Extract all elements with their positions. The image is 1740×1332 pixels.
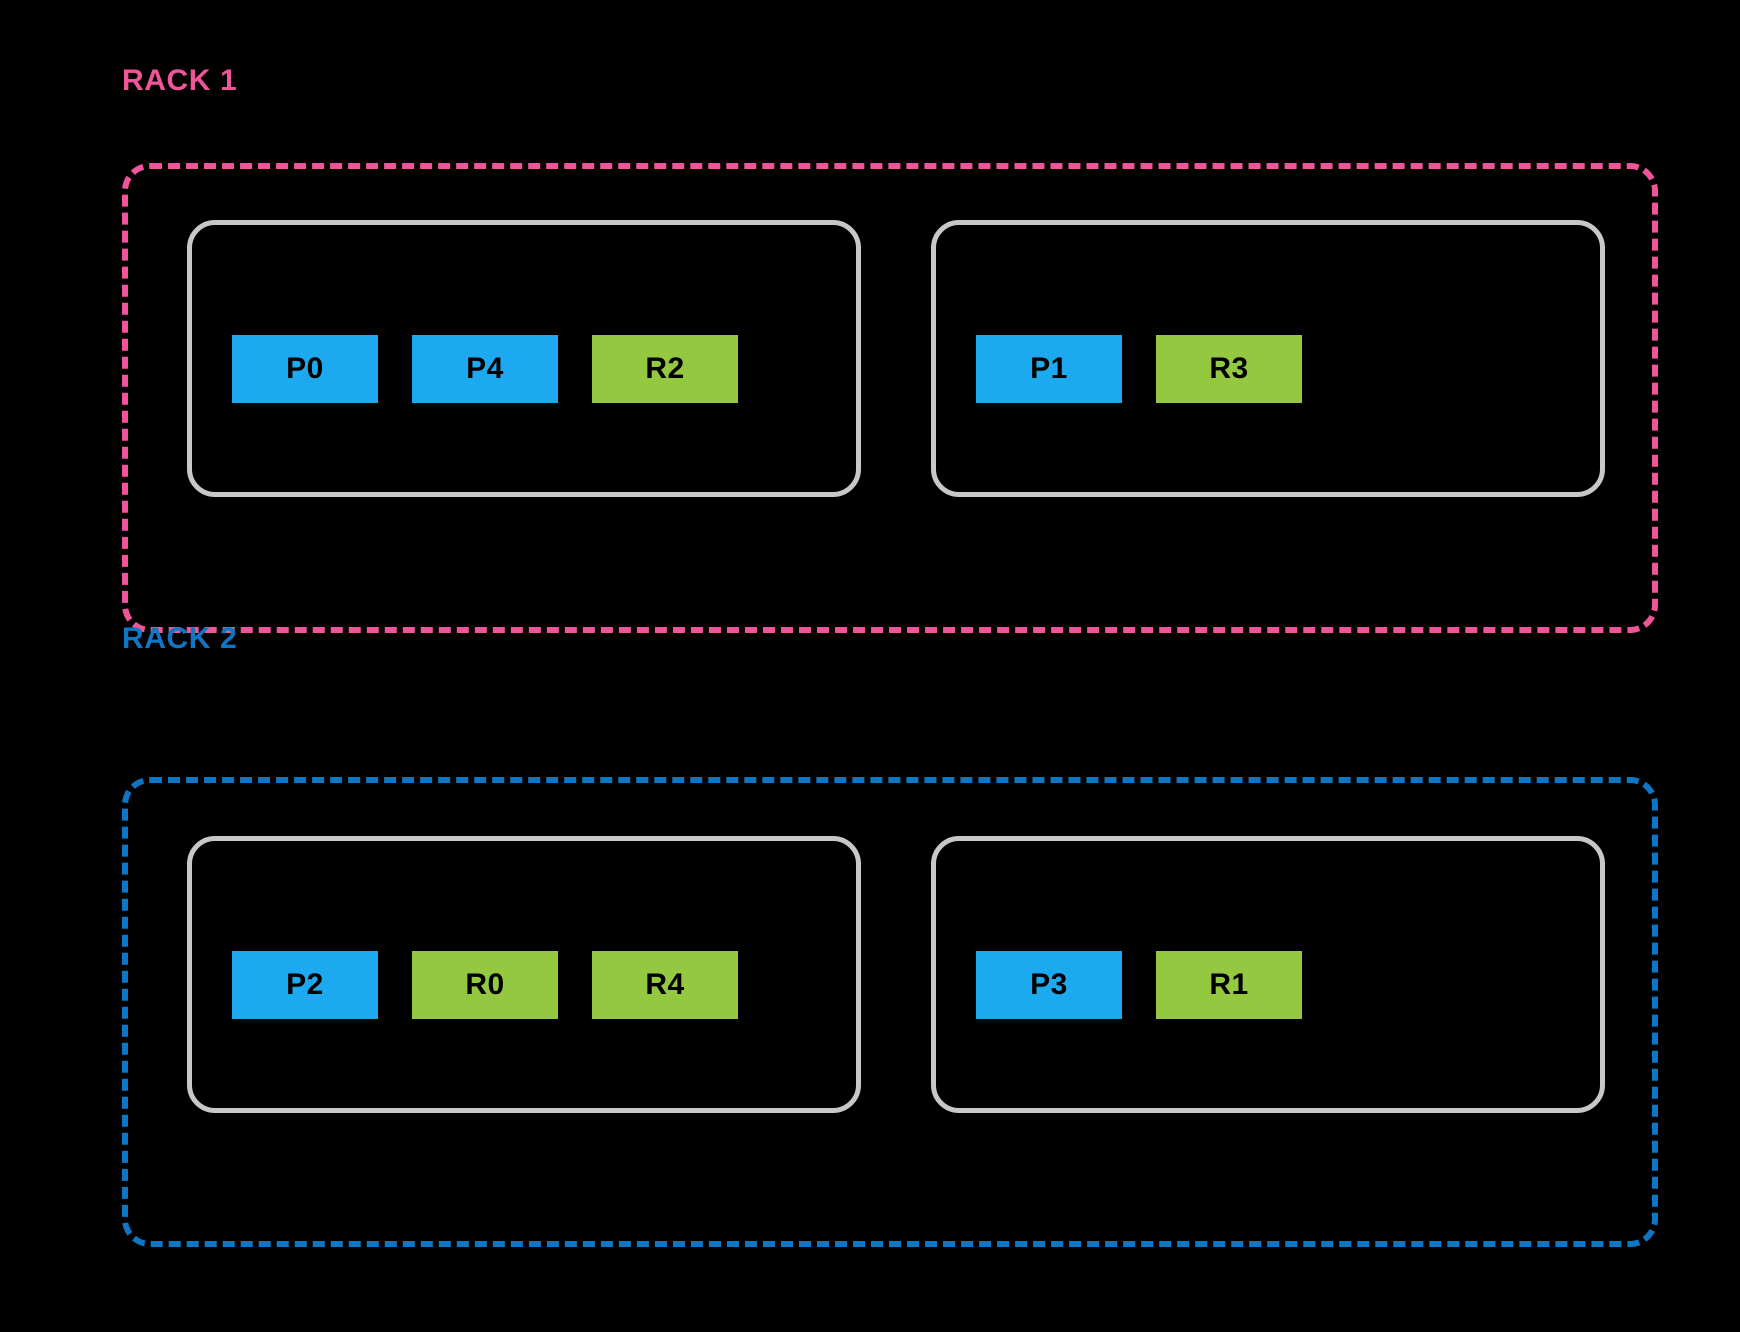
replica-chip[interactable]: R0 bbox=[412, 951, 558, 1019]
node-box[interactable]: P0 P4 R2 bbox=[187, 220, 861, 497]
replica-chip[interactable]: R2 bbox=[592, 335, 738, 403]
chip-row: P3 R1 bbox=[976, 951, 1302, 1019]
rack-label: RACK 2 bbox=[122, 622, 238, 655]
partition-chip[interactable]: P3 bbox=[976, 951, 1122, 1019]
rack-boundary: P0 P4 R2 P1 R3 bbox=[122, 163, 1658, 633]
chip-row: P1 R3 bbox=[976, 335, 1302, 403]
partition-chip[interactable]: P2 bbox=[232, 951, 378, 1019]
rack-boundary: P2 R0 R4 P3 R1 bbox=[122, 777, 1658, 1247]
partition-chip[interactable]: P4 bbox=[412, 335, 558, 403]
node-box[interactable]: P2 R0 R4 bbox=[187, 836, 861, 1113]
replica-chip[interactable]: R3 bbox=[1156, 335, 1302, 403]
partition-chip[interactable]: P1 bbox=[976, 335, 1122, 403]
chip-row: P2 R0 R4 bbox=[232, 951, 738, 1019]
node-box[interactable]: P1 R3 bbox=[931, 220, 1605, 497]
chip-row: P0 P4 R2 bbox=[232, 335, 738, 403]
rack-label: RACK 1 bbox=[122, 64, 238, 97]
partition-chip[interactable]: P0 bbox=[232, 335, 378, 403]
node-box[interactable]: P3 R1 bbox=[931, 836, 1605, 1113]
replica-chip[interactable]: R1 bbox=[1156, 951, 1302, 1019]
replica-chip[interactable]: R4 bbox=[592, 951, 738, 1019]
